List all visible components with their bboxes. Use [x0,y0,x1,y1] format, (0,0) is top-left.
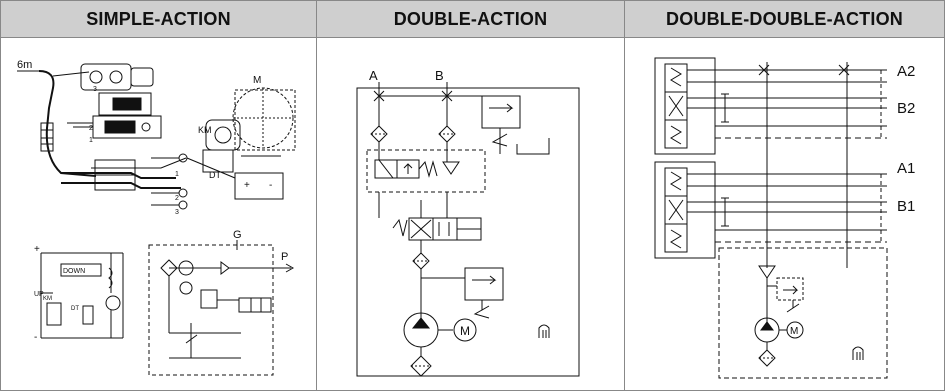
panel-double-double-action: DOUBLE-DOUBLE-ACTION A2 B2 A1 B1 [625,1,944,390]
term-2-label: 2 [175,195,179,202]
cable-length-label: 6m [17,59,32,71]
panel-title: SIMPLE-ACTION [1,1,316,38]
thermo-label: DT [209,170,221,180]
electrical-schematic: + - DOWN UP KM DT [34,244,124,343]
elec-plus: + [34,244,40,255]
battery-icon [234,172,284,200]
upper-valve-section [654,57,887,155]
num-2-label: 2 [89,125,93,132]
motor-label: M [790,326,798,337]
relief-valve-icon [481,95,521,129]
tank-icon [852,346,864,360]
km-coil-label: KM [43,296,52,302]
panel-title: DOUBLE-ACTION [317,1,624,38]
motor-icon [786,321,804,339]
gauge-label: G [233,229,242,241]
port-a2-label: A2 [897,63,915,80]
double-double-action-drawing: A2 B2 A1 B1 [654,57,915,379]
port-b2-label: B2 [897,100,915,117]
power-unit-box [718,247,888,379]
port-a1-label: A1 [897,160,915,177]
panel-title: DOUBLE-DOUBLE-ACTION [625,1,944,38]
motor-label: M [253,75,261,86]
battery-minus: - [269,180,272,191]
tank-icon [538,324,550,338]
down-label: DOWN [63,268,85,275]
lower-valve-section [654,161,887,259]
solenoid-valve-block [366,149,486,193]
simple-action-drawing: 6m 3 2 1 [17,59,296,376]
panel-double-action: DOUBLE-ACTION A B [317,1,625,390]
num-3-label: 3 [93,86,97,93]
panel-simple-action: SIMPLE-ACTION 6m 3 2 1 [1,1,317,390]
motor-icon [453,318,477,342]
remote-control-icon [80,63,132,91]
connector-plug-icon [40,122,54,152]
num-1-label: 1 [89,137,93,144]
control-box-icon [98,92,152,116]
hydraulic-schematic: G P [148,229,295,376]
elec-minus: - [34,332,37,343]
battery-plus: + [244,180,250,191]
term-3-label: 3 [175,209,179,216]
motor-label: M [460,324,470,338]
pressure-port-label: P [281,251,288,263]
double-action-drawing: A B [356,68,580,377]
port-b1-label: B1 [897,198,915,215]
thermo-relay-icon [202,149,234,173]
port-b-label: B [435,68,444,83]
up-label: UP [34,291,44,298]
dt-label: DT [71,306,79,312]
port-a-label: A [369,68,378,83]
contactor-label: KM [198,125,212,135]
term-1-label: 1 [175,171,179,178]
